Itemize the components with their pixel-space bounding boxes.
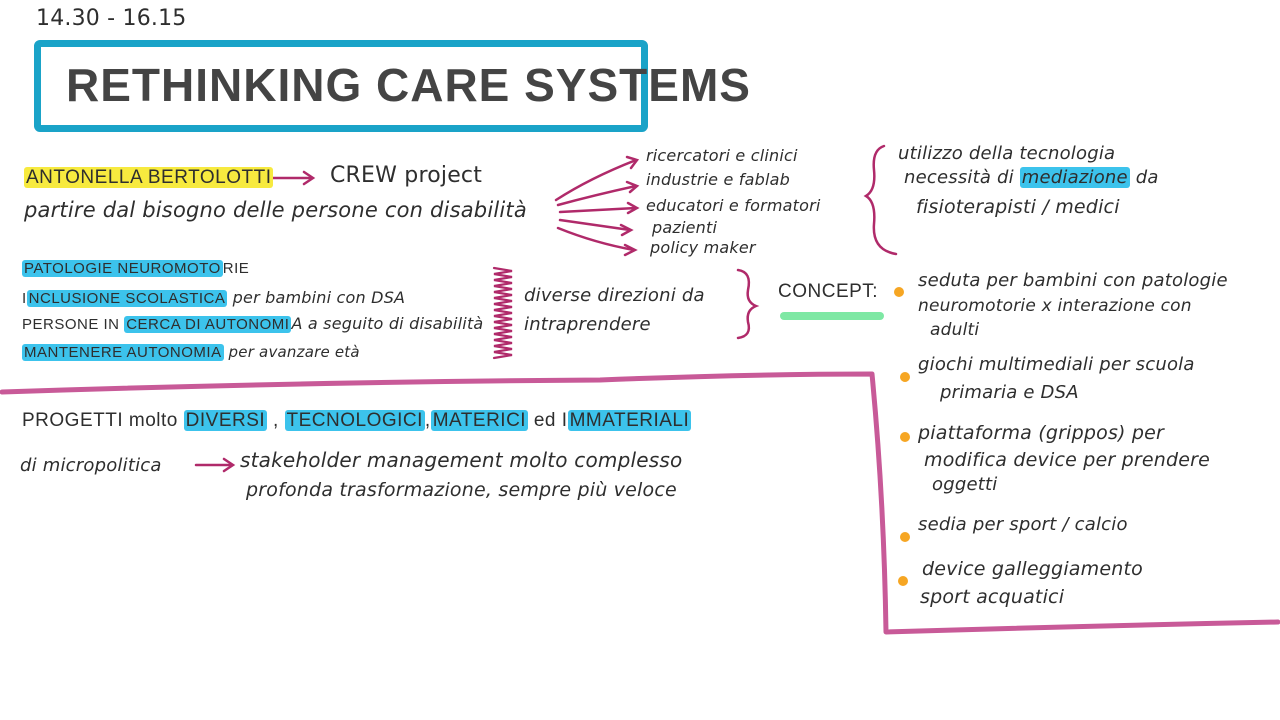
concept-item-line: giochi multimediali per scuola [918, 354, 1195, 375]
zigzag-spring [492, 266, 513, 360]
tech-brace [863, 144, 898, 256]
title-frame [34, 40, 648, 132]
concept-item-line: primaria e DSA [940, 382, 1079, 403]
tech-note-text: da [1135, 167, 1159, 188]
topic-item: MANTENERE AUTONOMIA per avanzare età [22, 343, 360, 361]
concept-item-line: sport acquatici [920, 586, 1065, 608]
speaker-arrow [266, 170, 316, 186]
projects-highlight: DIVERSI [183, 410, 268, 431]
bullet-dot [900, 532, 910, 542]
bullet-dot [894, 287, 904, 297]
stakeholder-item: educatori e formatori [646, 196, 821, 215]
stakeholder-item: industrie e fablab [646, 170, 790, 189]
topic-highlight: CERCA DI AUTONOMI [124, 316, 292, 333]
topic-highlight: NCLUSIONE SCOLASTICA [26, 290, 228, 307]
topic-text: PERSONE IN [22, 316, 125, 333]
topic-text: A a seguito di disabilità [291, 314, 484, 333]
directions-line2: intraprendere [524, 314, 651, 335]
bullet-dot [900, 372, 910, 382]
concept-item-line: device galleggiamento [922, 558, 1143, 580]
topic-text: I [22, 290, 27, 307]
directions-brace [736, 268, 760, 340]
projects-text: , [267, 410, 279, 431]
page-title: RETHINKING CARE SYSTEMS [66, 59, 751, 111]
concept-item-line: seduta per bambini con patologie [918, 270, 1228, 291]
concept-label: CONCEPT: [778, 281, 879, 302]
projects-highlight: MMATERIALI [567, 410, 692, 431]
projects-text: ed I [528, 410, 568, 431]
tech-note-text: necessità di [904, 167, 1014, 188]
bullet-dot [898, 576, 908, 586]
micropolitica-line1: stakeholder management molto complesso [240, 448, 683, 472]
topic-text: RIE [222, 260, 250, 277]
stakeholder-item: pazienti [652, 218, 718, 237]
concept-item-line: neuromotorie x interazione con [918, 296, 1192, 316]
micro-arrow [194, 457, 236, 473]
concept-item-line: modifica device per prendere [924, 449, 1211, 471]
topic-text: per bambini con DSA [227, 288, 406, 307]
projects-line: PROGETTI molto DIVERSI , TECNOLOGICI,MAT… [22, 410, 692, 432]
mediation-highlight: mediazione [1019, 167, 1130, 188]
topic-highlight: PATOLOGIE NEUROMOTO [22, 260, 223, 277]
directions-line1: diverse direzioni da [524, 285, 705, 306]
concept-item-line: piattaforma (grippos) per [918, 422, 1165, 444]
micropolitica-label: di micropolitica [20, 455, 162, 476]
projects-highlight: TECNOLOGICI [284, 410, 425, 431]
tech-note-line3: fisioterapisti / medici [916, 196, 1120, 218]
concept-item-line: sedia per sport / calcio [918, 514, 1128, 535]
topic-text: per avanzare età [223, 343, 360, 361]
stakeholder-arrows [554, 155, 640, 257]
section-frame [0, 371, 1280, 635]
topic-highlight: MANTENERE AUTONOMIA [22, 344, 224, 361]
speaker-name-highlight: ANTONELLA BERTOLOTTI [24, 167, 274, 188]
concept-item-line: adulti [930, 320, 980, 340]
tech-note-line2: necessità di mediazione da [904, 167, 1159, 188]
project-name: CREW project [330, 163, 483, 188]
speaker-name: ANTONELLA BERTOLOTTI [24, 167, 274, 189]
bullet-dot [900, 432, 910, 442]
projects-text: PROGETTI molto [22, 410, 178, 431]
session-time: 14.30 - 16.15 [36, 6, 187, 31]
starting-need: partire dal bisogno delle persone con di… [24, 198, 527, 222]
projects-highlight: MATERICI [430, 410, 529, 431]
concept-item-line: oggetti [932, 474, 998, 495]
tech-note-line1: utilizzo della tecnologia [898, 143, 1116, 164]
stakeholder-item: policy maker [650, 238, 756, 257]
micropolitica-line2: profonda trasformazione, sempre più velo… [246, 479, 677, 501]
stakeholder-item: ricercatori e clinici [646, 146, 798, 165]
projects-text: , [424, 410, 431, 431]
